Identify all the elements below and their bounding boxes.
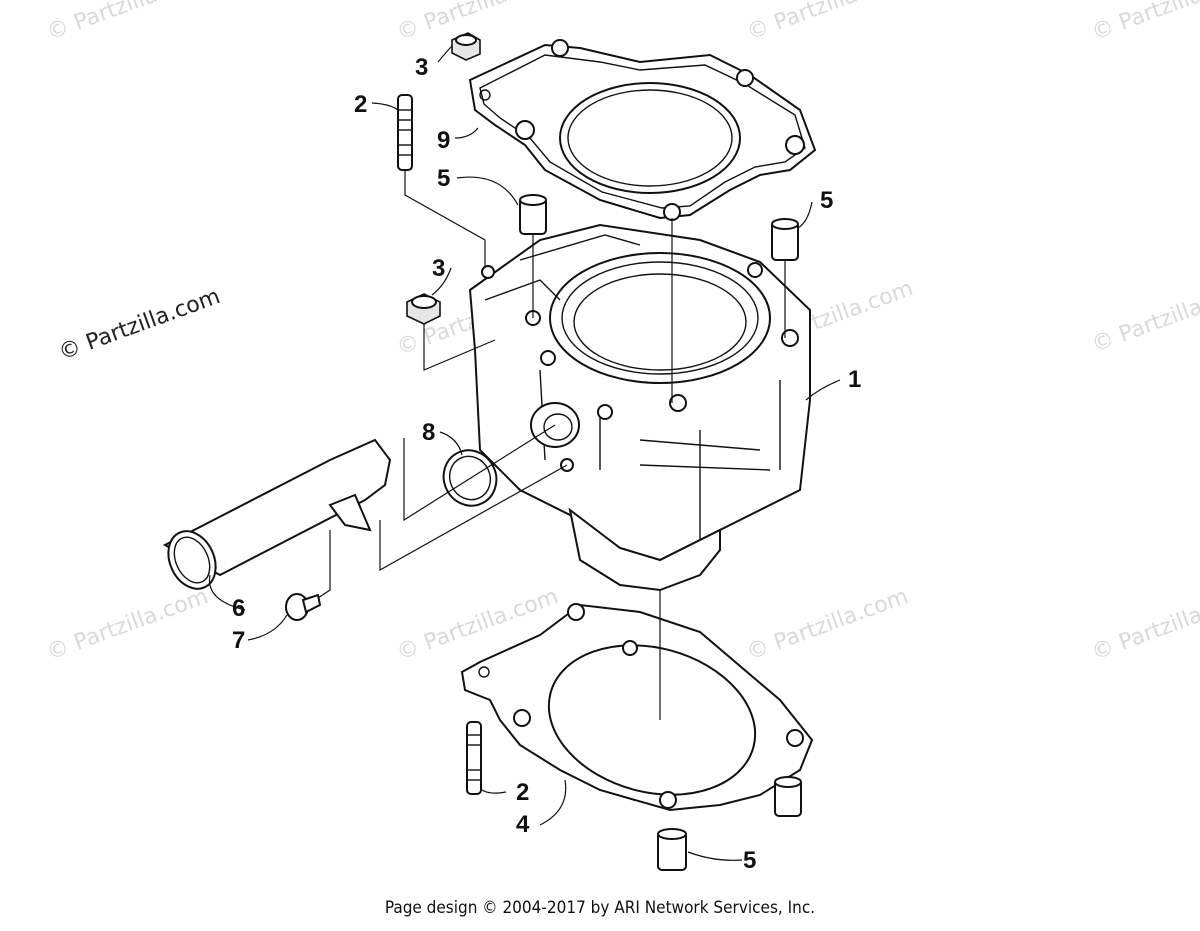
callout-5-upper: 5 [437,165,450,192]
callout-3-middle: 3 [432,255,445,282]
callout-9: 9 [437,127,450,154]
callout-5-right: 5 [820,187,833,214]
watermark-primary: © Partzilla.com [56,284,224,366]
flange-nut-middle [406,293,441,325]
dowel-pin-lower-right [774,776,802,817]
coolant-pipe [162,438,392,590]
dowel-pin-lower-center [657,828,687,871]
flange-nut-top [451,32,481,61]
callout-8: 8 [422,419,435,446]
dowel-pin-right [771,218,799,261]
callout-1: 1 [848,366,861,393]
watermark: © Partzilla.com [1089,276,1200,358]
callout-7: 7 [232,627,245,654]
callouts: 3 2 9 5 5 3 1 8 6 7 2 4 5 [232,54,861,874]
callout-4: 4 [516,811,530,838]
watermark: © Partzilla.com [1089,584,1200,666]
stud-top [397,94,413,171]
dowel-pin-upper [519,194,547,235]
callout-3-top: 3 [415,54,428,81]
cylinder [468,223,811,592]
screw [285,593,322,621]
watermark: © Partzilla.com [44,0,212,46]
stud-bottom [466,721,482,795]
callout-6: 6 [232,595,245,622]
watermark: © Partzilla.com [44,584,212,666]
footer-copyright: Page design © 2004-2017 by ARI Network S… [384,898,816,918]
head-gasket [468,39,817,221]
callout-2-top: 2 [354,91,367,118]
watermark: © Partzilla.com [1089,0,1200,46]
watermark: © Partzilla.com [744,584,912,666]
callout-2-bottom: 2 [516,779,529,806]
callout-5-bottom: 5 [743,847,756,874]
leader-lines [208,45,841,861]
watermark: © Partzilla.com [744,0,912,46]
base-gasket [460,603,814,812]
